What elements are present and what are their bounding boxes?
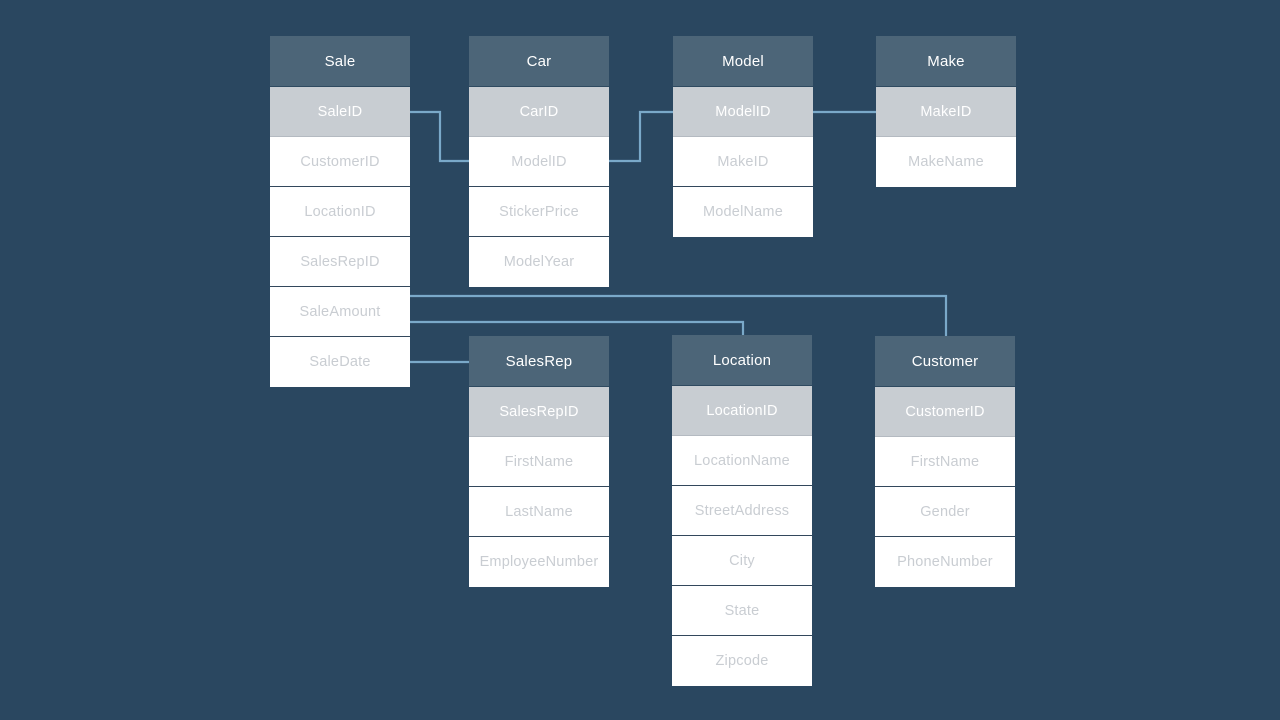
- attribute-row-customer-phonenumber[interactable]: PhoneNumber: [875, 537, 1015, 587]
- entity-title-customer: Customer: [875, 336, 1015, 387]
- entity-title-make: Make: [876, 36, 1016, 87]
- entity-title-salesrep: SalesRep: [469, 336, 609, 387]
- primary-key-row-location-locationid[interactable]: LocationID: [672, 386, 812, 436]
- entity-title-sale: Sale: [270, 36, 410, 87]
- attribute-row-customer-gender[interactable]: Gender: [875, 487, 1015, 537]
- attribute-row-location-state[interactable]: State: [672, 586, 812, 636]
- attribute-row-location-streetaddress[interactable]: StreetAddress: [672, 486, 812, 536]
- entity-title-model: Model: [673, 36, 813, 87]
- primary-key-row-make-makeid[interactable]: MakeID: [876, 87, 1016, 137]
- primary-key-row-model-modelid[interactable]: ModelID: [673, 87, 813, 137]
- primary-key-row-customer-customerid[interactable]: CustomerID: [875, 387, 1015, 437]
- rel-sale-location: [408, 320, 745, 337]
- attribute-row-sale-saledate[interactable]: SaleDate: [270, 337, 410, 387]
- attribute-row-sale-customerid[interactable]: CustomerID: [270, 137, 410, 187]
- attribute-row-car-modelyear[interactable]: ModelYear: [469, 237, 609, 287]
- attribute-row-model-makeid[interactable]: MakeID: [673, 137, 813, 187]
- primary-key-row-salesrep-salesrepid[interactable]: SalesRepID: [469, 387, 609, 437]
- attribute-row-model-modelname[interactable]: ModelName: [673, 187, 813, 237]
- rel-sale-customer: [408, 294, 948, 338]
- entity-title-location: Location: [672, 335, 812, 386]
- attribute-row-location-locationname[interactable]: LocationName: [672, 436, 812, 486]
- attribute-row-sale-salesrepid[interactable]: SalesRepID: [270, 237, 410, 287]
- attribute-row-location-city[interactable]: City: [672, 536, 812, 586]
- primary-key-row-car-carid[interactable]: CarID: [469, 87, 609, 137]
- attribute-row-make-makename[interactable]: MakeName: [876, 137, 1016, 187]
- attribute-row-car-modelid[interactable]: ModelID: [469, 137, 609, 187]
- attribute-row-car-stickerprice[interactable]: StickerPrice: [469, 187, 609, 237]
- attribute-row-salesrep-employeenumber[interactable]: EmployeeNumber: [469, 537, 609, 587]
- entity-title-car: Car: [469, 36, 609, 87]
- attribute-row-sale-saleamount[interactable]: SaleAmount: [270, 287, 410, 337]
- attribute-row-salesrep-firstname[interactable]: FirstName: [469, 437, 609, 487]
- attribute-row-location-zipcode[interactable]: Zipcode: [672, 636, 812, 686]
- rel-car-model: [607, 110, 675, 163]
- attribute-row-customer-firstname[interactable]: FirstName: [875, 437, 1015, 487]
- primary-key-row-sale-saleid[interactable]: SaleID: [270, 87, 410, 137]
- attribute-row-sale-locationid[interactable]: LocationID: [270, 187, 410, 237]
- attribute-row-salesrep-lastname[interactable]: LastName: [469, 487, 609, 537]
- rel-sale-car: [408, 110, 472, 163]
